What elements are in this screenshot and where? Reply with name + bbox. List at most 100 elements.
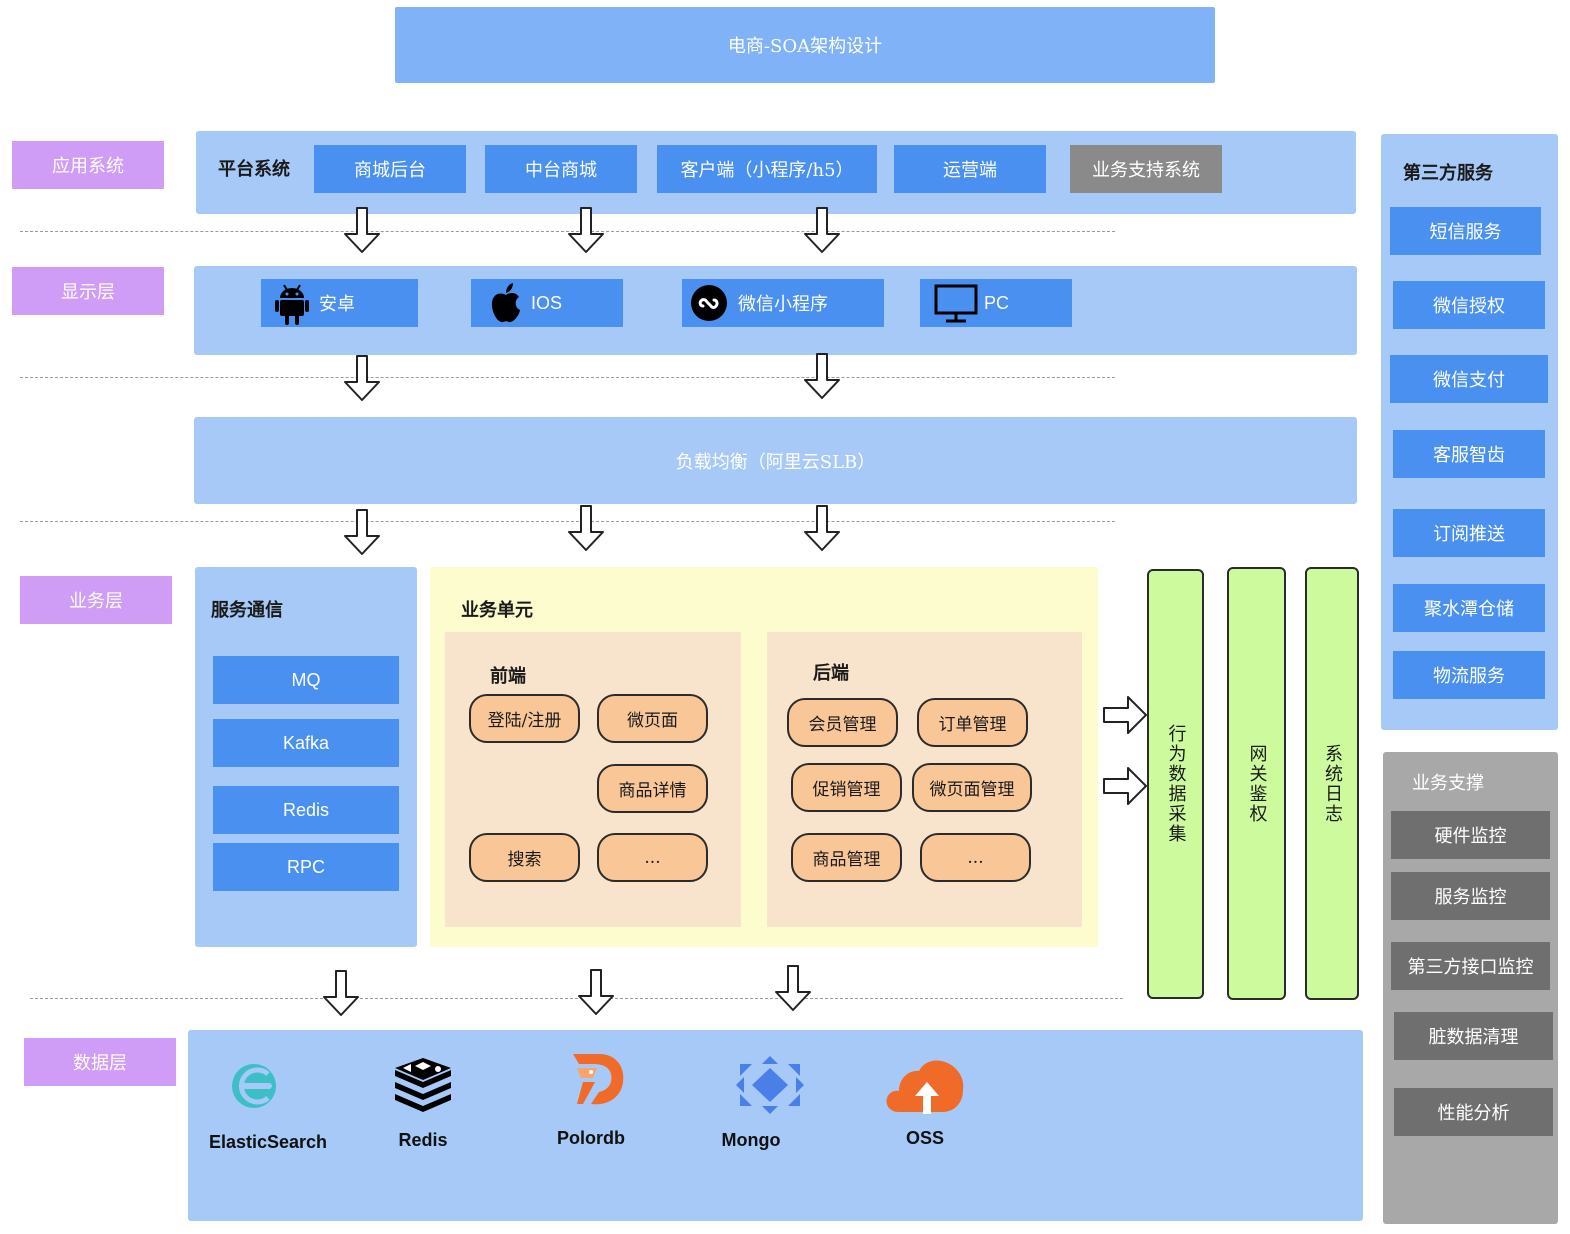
backend-label: 后端 [813, 663, 849, 684]
data-item-mongo[interactable]: Mongo [710, 1054, 804, 1154]
backend-item-label: 订单管理 [938, 715, 1007, 735]
display-item-ios[interactable]: IOS [471, 279, 623, 327]
service-comm-rpc[interactable]: RPC [213, 843, 399, 891]
backend-item-label: 会员管理 [808, 715, 877, 735]
backend-item-label: 商品管理 [812, 850, 881, 870]
platform-item-mall-admin[interactable]: 商城后台 [314, 145, 466, 193]
data-item-label: Redis [398, 1130, 448, 1150]
third-party-item-label: 订阅推送 [1433, 524, 1505, 545]
data-item-elasticsearch[interactable]: ElasticSearch [200, 1058, 336, 1158]
biz-support-service-monitor[interactable]: 服务监控 [1391, 872, 1550, 920]
redis-icon [393, 1056, 453, 1112]
third-party-sms[interactable]: 短信服务 [1390, 207, 1541, 255]
backend-item-more[interactable]: ... [920, 833, 1031, 882]
frontend-item-login[interactable]: 登陆/注册 [469, 694, 580, 743]
service-comm-kafka[interactable]: Kafka [213, 719, 399, 767]
arrow-down [578, 969, 614, 1015]
backend-item-micropage-mgmt[interactable]: 微页面管理 [912, 763, 1032, 812]
layer-tag-display-label: 显示层 [61, 282, 115, 303]
display-item-pc[interactable]: PC [920, 279, 1072, 327]
gateway-auth-bar[interactable]: 网关鉴权 [1227, 567, 1286, 1000]
biz-support-hardware-monitor[interactable]: 硬件监控 [1391, 811, 1550, 859]
apple-icon [489, 281, 523, 325]
load-balancer-panel: 负载均衡（阿里云SLB） [194, 417, 1357, 504]
layer-tag-business-label: 业务层 [69, 591, 123, 612]
third-party-wechat-auth[interactable]: 微信授权 [1393, 281, 1545, 329]
polordb-icon [569, 1052, 625, 1108]
backend-item-promotion[interactable]: 促销管理 [791, 763, 902, 812]
third-party-item-label: 微信授权 [1433, 296, 1505, 317]
arrow-down [804, 353, 840, 399]
third-party-item-label: 物流服务 [1433, 666, 1505, 687]
biz-support-third-party-monitor[interactable]: 第三方接口监控 [1391, 942, 1550, 990]
frontend-item-search[interactable]: 搜索 [469, 833, 580, 882]
third-party-label: 第三方服务 [1403, 163, 1493, 184]
third-party-logistics[interactable]: 物流服务 [1393, 651, 1545, 699]
platform-item-operations[interactable]: 运营端 [894, 145, 1046, 193]
separator-3 [20, 521, 1115, 522]
data-item-label: ElasticSearch [208, 1132, 328, 1152]
platform-item-label: 业务支持系统 [1092, 160, 1200, 181]
system-log-bar[interactable]: 系统日志 [1305, 567, 1359, 1000]
data-item-oss[interactable]: OSS [882, 1054, 968, 1154]
third-party-warehouse[interactable]: 聚水潭仓储 [1393, 584, 1545, 632]
third-party-wechat-pay[interactable]: 微信支付 [1390, 355, 1548, 403]
display-item-wechat-miniprogram[interactable]: 微信小程序 [682, 279, 884, 327]
frontend-item-more[interactable]: ... [597, 833, 708, 882]
layer-tag-business: 业务层 [20, 576, 172, 624]
arrow-down [568, 207, 604, 253]
vertical-bar-label: 行为数据采集 [1165, 724, 1187, 844]
arrow-down [344, 207, 380, 253]
arrow-down [568, 505, 604, 551]
load-balancer-label: 负载均衡（阿里云SLB） [675, 451, 876, 473]
display-item-label: 安卓 [319, 294, 355, 315]
platform-item-label: 客户端（小程序/h5） [680, 160, 854, 181]
frontend-item-product-detail[interactable]: 商品详情 [597, 764, 708, 813]
platform-item-label: 运营端 [943, 160, 997, 181]
mongo-icon [734, 1054, 806, 1116]
arrow-down [323, 970, 359, 1016]
service-comm-item-label: Kafka [282, 732, 330, 753]
third-party-customer-service[interactable]: 客服智齿 [1393, 430, 1545, 478]
layer-tag-data: 数据层 [24, 1038, 176, 1086]
service-comm-item-label: RPC [286, 856, 325, 877]
separator-2 [20, 377, 1115, 378]
separator-4 [30, 998, 1123, 999]
data-item-label: Mongo [721, 1130, 781, 1150]
arrow-down [775, 965, 811, 1011]
arrow-right [1103, 696, 1147, 734]
biz-support-item-label: 服务监控 [1434, 887, 1507, 908]
vertical-bar-label: 网关鉴权 [1246, 743, 1268, 824]
data-item-redis[interactable]: Redis [380, 1056, 466, 1156]
wechat-miniprogram-icon [690, 284, 728, 322]
monitor-icon [934, 283, 978, 323]
service-comm-redis[interactable]: Redis [213, 786, 399, 834]
biz-support-performance-analysis[interactable]: 性能分析 [1394, 1088, 1553, 1136]
backend-item-product-mgmt[interactable]: 商品管理 [791, 833, 902, 882]
behavior-data-collection-bar[interactable]: 行为数据采集 [1147, 569, 1204, 999]
separator-1 [20, 231, 1115, 232]
biz-support-dirty-data-cleanup[interactable]: 脏数据清理 [1394, 1012, 1553, 1060]
frontend-item-micropage[interactable]: 微页面 [597, 694, 708, 743]
display-item-android[interactable]: 安卓 [261, 279, 418, 327]
arrow-down [804, 207, 840, 253]
service-comm-mq[interactable]: MQ [213, 656, 399, 704]
arrow-down [804, 505, 840, 551]
display-item-label: IOS [531, 292, 563, 313]
platform-item-client[interactable]: 客户端（小程序/h5） [657, 145, 877, 193]
backend-item-member[interactable]: 会员管理 [787, 698, 898, 747]
elasticsearch-icon [228, 1060, 280, 1112]
android-icon [275, 281, 309, 325]
data-item-polordb[interactable]: Polordb [545, 1052, 637, 1152]
business-unit-label: 业务单元 [461, 600, 533, 621]
arrow-down [344, 355, 380, 401]
backend-item-order[interactable]: 订单管理 [917, 698, 1028, 747]
third-party-item-label: 聚水潭仓储 [1424, 599, 1514, 620]
data-item-label: Polordb [557, 1128, 625, 1148]
backend-item-label: ... [967, 847, 984, 868]
third-party-subscription-push[interactable]: 订阅推送 [1393, 509, 1545, 557]
platform-item-biz-support[interactable]: 业务支持系统 [1070, 145, 1222, 193]
layer-tag-display: 显示层 [12, 267, 164, 315]
platform-item-middle-mall[interactable]: 中台商城 [485, 145, 637, 193]
